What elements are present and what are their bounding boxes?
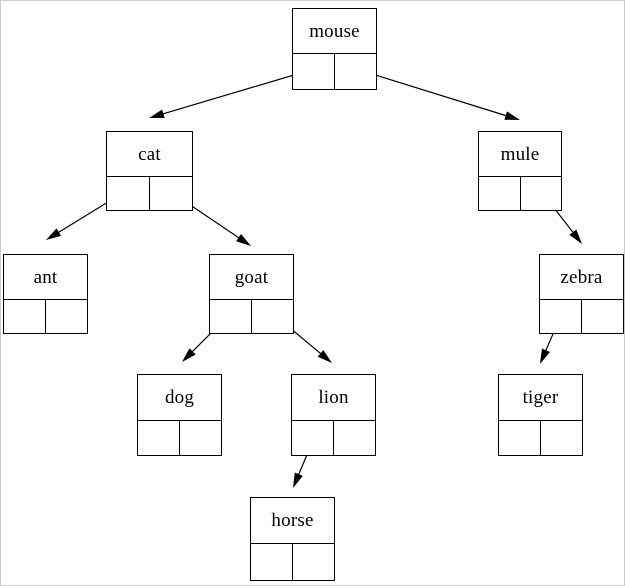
right-pointer-cell[interactable]	[293, 544, 334, 580]
node-pointer-row	[107, 176, 192, 210]
edge-arrowhead	[540, 348, 550, 364]
edge-arrowhead	[149, 109, 165, 118]
left-pointer-cell[interactable]	[4, 300, 46, 333]
right-pointer-cell[interactable]	[334, 421, 375, 455]
tree-node-zebra[interactable]: zebra	[539, 254, 624, 334]
node-pointer-row	[540, 299, 623, 333]
right-pointer-cell[interactable]	[520, 177, 561, 210]
right-pointer-cell[interactable]	[46, 300, 87, 333]
edge-arrowhead	[317, 350, 332, 363]
tree-node-ant[interactable]: ant	[3, 254, 88, 334]
tree-node-mouse[interactable]: mouse	[292, 8, 377, 90]
left-pointer-cell[interactable]	[107, 177, 150, 210]
node-label: tiger	[522, 387, 559, 408]
node-label: ant	[33, 266, 58, 288]
node-pointer-row	[210, 299, 293, 333]
left-pointer-cell[interactable]	[479, 177, 521, 210]
node-pointer-row	[499, 420, 582, 455]
right-pointer-cell[interactable]	[335, 54, 376, 89]
left-pointer-cell[interactable]	[293, 54, 335, 89]
left-pointer-cell[interactable]	[251, 544, 293, 580]
tree-node-horse[interactable]: horse	[250, 497, 335, 581]
edge-arrowhead	[46, 228, 62, 240]
tree-node-cat[interactable]: cat	[106, 131, 193, 211]
node-label: mule	[500, 143, 540, 165]
left-pointer-cell[interactable]	[210, 300, 252, 333]
node-label: cat	[138, 143, 161, 165]
node-pointer-row	[251, 543, 334, 580]
edge-mouse-right-to-mule	[352, 67, 520, 120]
edge-arrowhead	[182, 348, 196, 362]
node-label: lion	[318, 387, 349, 408]
edge-arrowhead	[569, 229, 582, 244]
node-pointer-row	[479, 176, 561, 210]
node-label: goat	[234, 266, 269, 288]
node-label: zebra	[560, 266, 603, 288]
tree-node-dog[interactable]: dog	[137, 374, 222, 456]
edge-arrowhead	[504, 111, 520, 120]
tree-node-lion[interactable]: lion	[291, 374, 376, 456]
left-pointer-cell[interactable]	[292, 421, 334, 455]
tree-node-mule[interactable]: mule	[478, 131, 562, 211]
left-pointer-cell[interactable]	[540, 300, 582, 333]
node-pointer-row	[4, 299, 87, 333]
node-pointer-row	[293, 53, 376, 89]
node-label: horse	[271, 510, 314, 531]
right-pointer-cell[interactable]	[180, 421, 221, 455]
right-pointer-cell[interactable]	[150, 177, 192, 210]
node-pointer-row	[138, 420, 221, 455]
left-pointer-cell[interactable]	[499, 421, 541, 455]
tree-node-goat[interactable]: goat	[209, 254, 294, 334]
tree-node-tiger[interactable]: tiger	[498, 374, 583, 456]
node-pointer-row	[292, 420, 375, 455]
edge-arrowhead	[293, 472, 303, 488]
right-pointer-cell[interactable]	[252, 300, 293, 333]
right-pointer-cell[interactable]	[582, 300, 623, 333]
right-pointer-cell[interactable]	[541, 421, 582, 455]
edge-mouse-left-to-cat	[149, 68, 315, 118]
node-label: dog	[164, 387, 195, 408]
left-pointer-cell[interactable]	[138, 421, 180, 455]
node-label: mouse	[309, 20, 360, 42]
edge-arrowhead	[236, 233, 251, 246]
